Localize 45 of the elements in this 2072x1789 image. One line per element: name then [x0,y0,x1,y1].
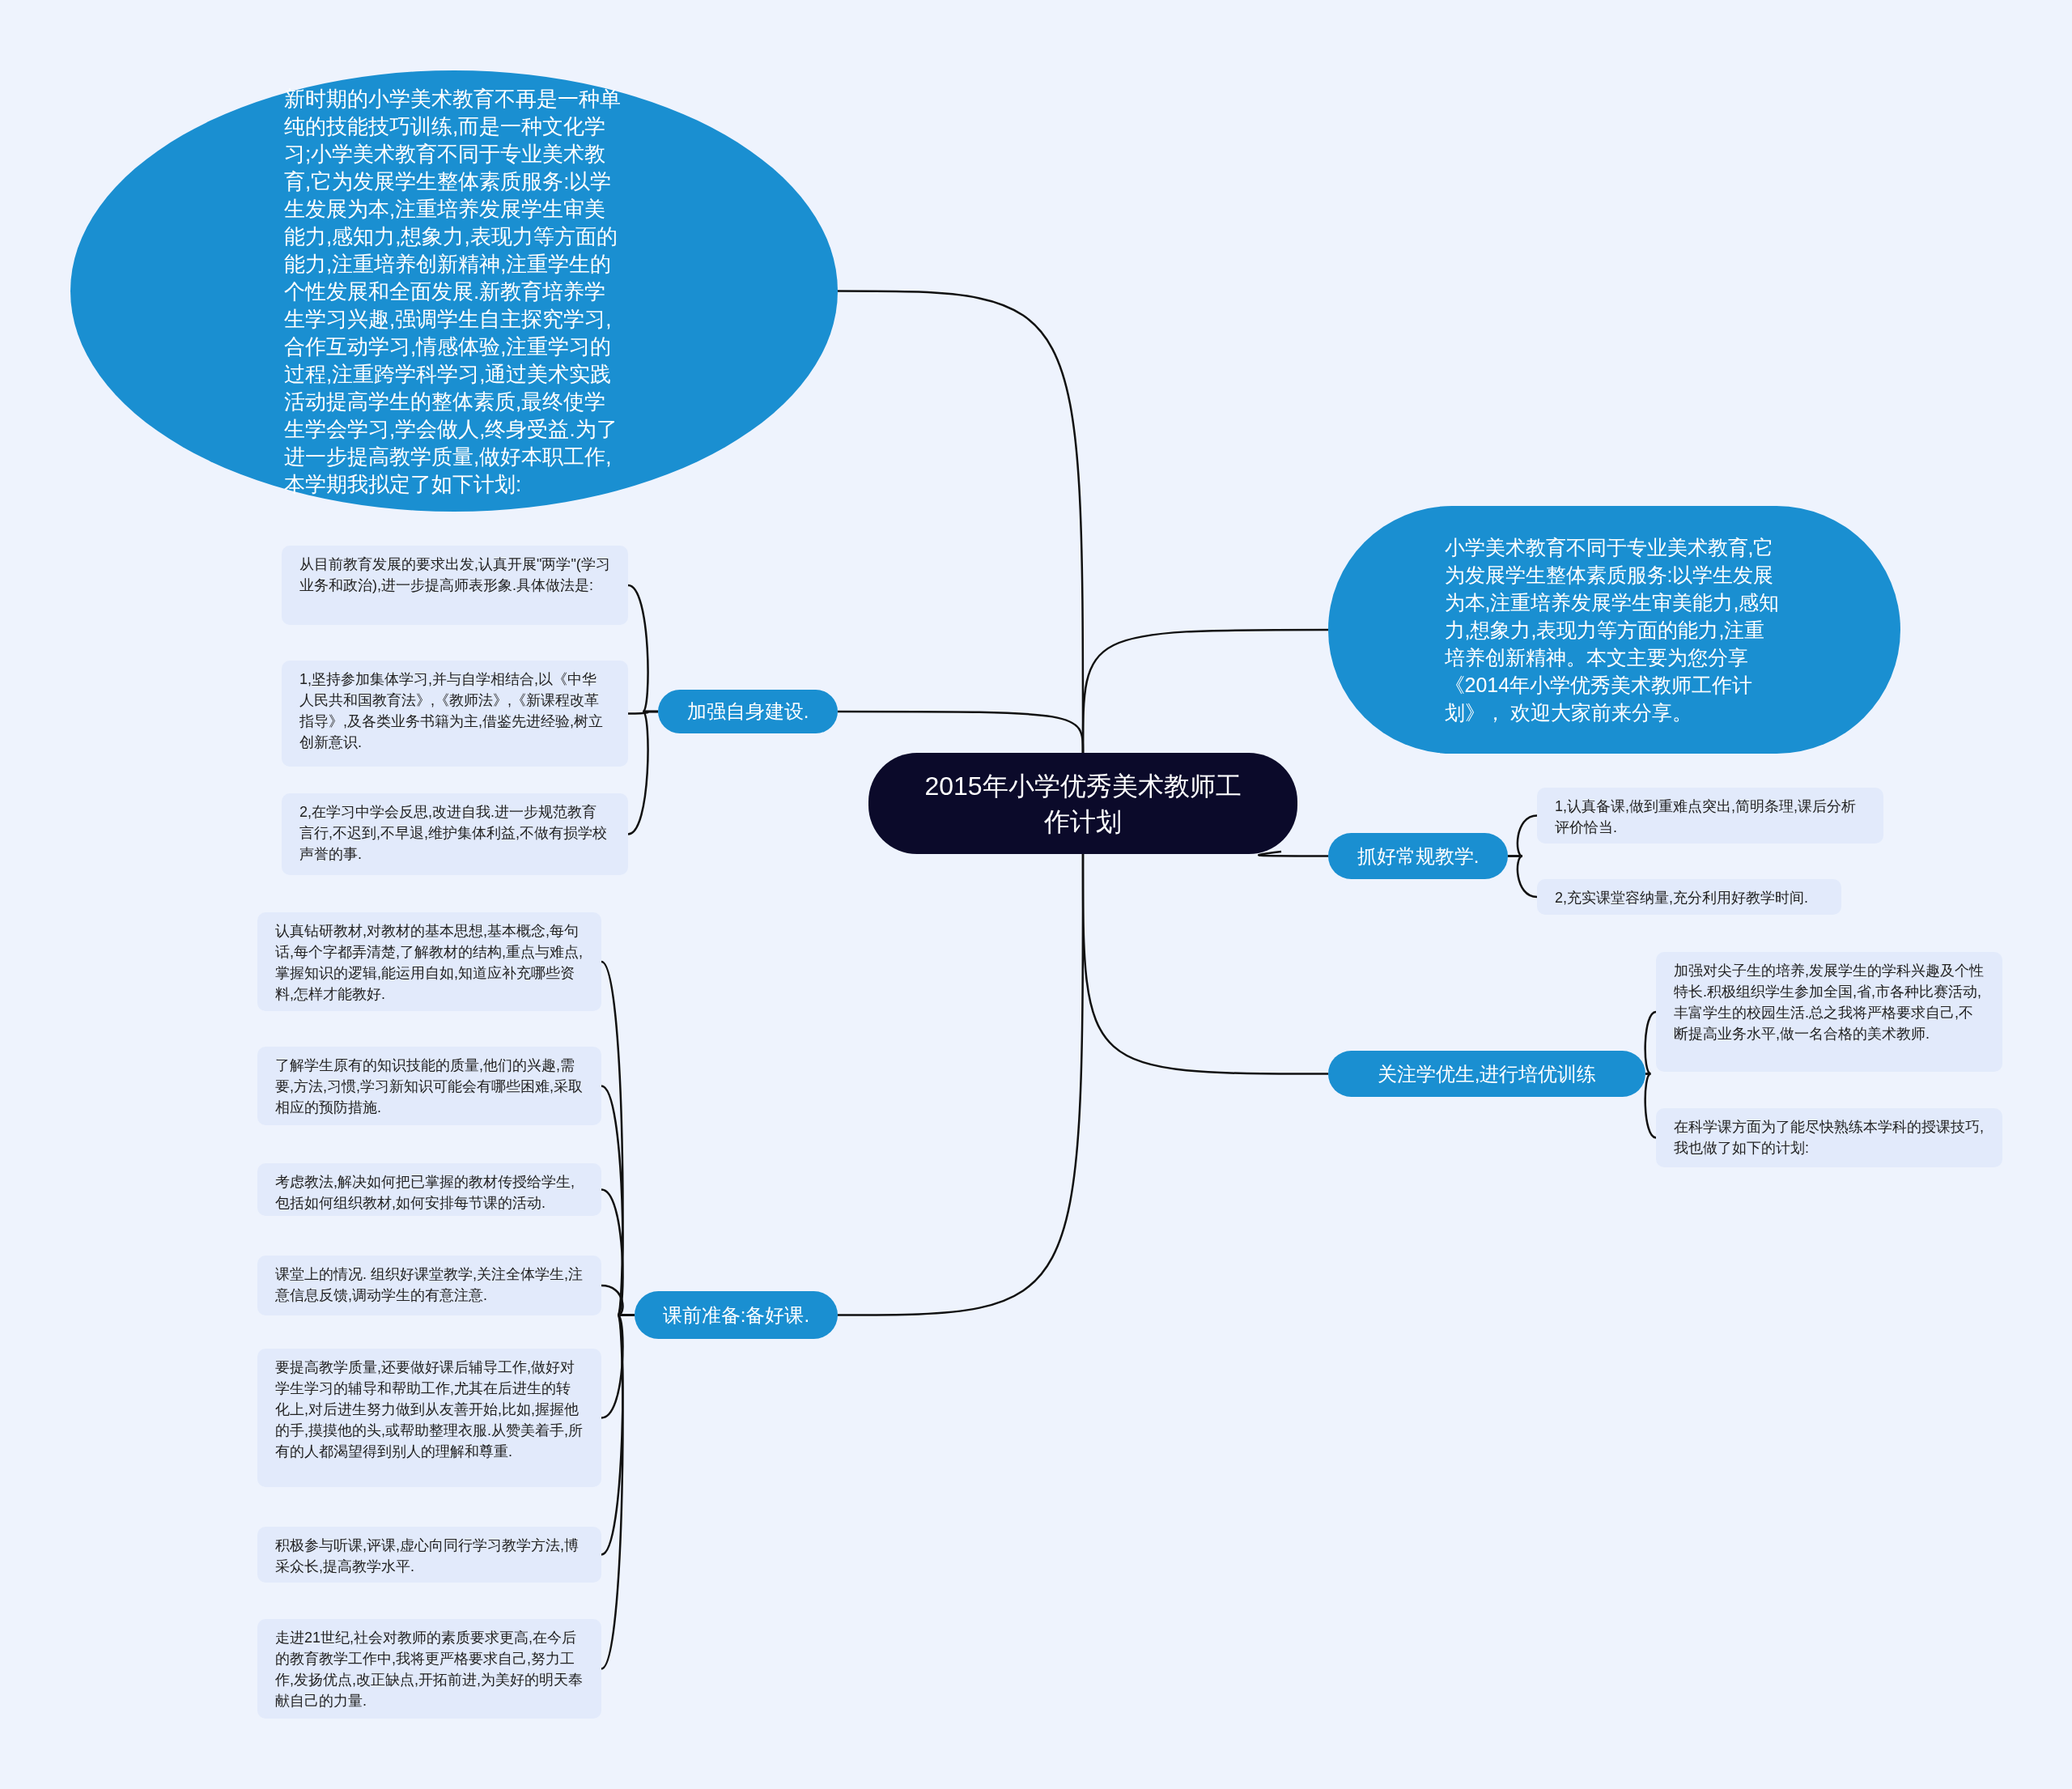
leaf-card [1656,1108,2002,1167]
leaf-text: 2,充实课堂容纳量,充分利用好教学时间. [1555,889,1809,907]
leaf-text: 1,坚持参加集体学习,并与自学相结合,以《中华人民共和国教育法》,《教师法》,《新课程改革指导》,及各类业务书籍为主,借鉴先进经验,树立创新意识. [299,670,604,752]
connector-line [838,854,1085,1316]
leaf-text: 1,认真备课,做到重难点突出,简明条理,课后分析评价恰当. [1555,797,1857,837]
leaf-card [257,1619,601,1719]
leaf-card [282,793,628,875]
leaf-text: 了解学生原有的知识技能的质量,他们的兴趣,需要,方法,习惯,学习新知识可能会有哪些困难,采取相应的预防措施. [275,1056,584,1117]
leaf-text: 加强对尖子生的培养,发展学生的学科兴趣及个性特长.积极组织学生参加全国,省,市各种比赛活动,丰富学生的校园生活.总之我将严格要求自己,不断提高业务水平,做一名合格的美术教师. [1674,962,1985,1043]
leaf-text: 课堂上的情况. 组织好课堂教学,关注全体学生,注意信息反馈,调动学生的有意注意. [275,1265,584,1305]
leaf-text: 从目前教育发展的要求出发,认真开展"两学"(学习业务和政治),进一步提高师表形象.具体做法是: [299,555,610,595]
connector-line [1259,850,1328,857]
branch-pill [658,690,838,733]
leaf-card [257,1349,601,1487]
connector-line [627,710,658,835]
leaf-card [257,1047,601,1125]
leaf-card [257,1163,601,1216]
topic-title: 2015年小学优秀美术教师工作计划 [923,770,1242,838]
leaf-card [257,912,601,1011]
leaf-card [257,1527,601,1583]
leaf-text: 积极参与听课,评课,虚心向同行学习教学方法,博采众长,提高教学水平. [275,1536,580,1576]
leaf-text: 在科学课方面为了能尽快熟练本学科的授课技巧,我也做了如下的计划: [1674,1118,1985,1158]
connector-line [1644,1073,1657,1139]
leaf-card [282,546,628,625]
connector-line [1644,1010,1657,1075]
leaf-card [1537,788,1883,844]
leaf-text: 2,在学习中学会反思,改进自我.进一步规范教育言行,不迟到,不早退,维护集体利益,不做有损学校声誉的事. [299,803,608,864]
leaf-card [282,661,628,767]
intro-text: 新时期的小学美术教育不再是一种单纯的技能技巧训练,而是一种文化学习;小学美术教育不同于专业美术教育,它为发展学生整体素质服务:以学生发展为本,注重培养发展学生审美能力,感知力,想象力,表现力等方面的能力,注重培养创新精神,注重学生的个性发展和全面发展.新教育培养学生学习兴趣,强调学生自主探究学习,合作互动学习,情感体验,注重学习的过程,注重跨学科学习,通过美术实践活动提高学生的整体素质,最终使学生学会学习,学会做人,终身受益.为了进一步提高教学质量,做好本职工作,本学期我拟定了如下计划: [284,85,622,498]
branch-pill [1328,1051,1645,1097]
branch-label: 加强自身建设. [686,699,809,724]
connector-line [1508,855,1538,899]
branch-pill [1328,833,1508,879]
leaf-text: 认真钻研教材,对教材的基本思想,基本概念,每句话,每个字都弄清楚,了解教材的结构,重点与难点,掌握知识的逻辑,能运用自如,知道应补充哪些资料,怎样才能教好. [275,922,584,1004]
leaf-card [1537,879,1841,915]
branch-label: 关注学优生,进行培优训练 [1377,1061,1597,1086]
branch-label: 抓好常规教学. [1357,844,1480,869]
summary-text: 小学美术教育不同于专业美术教育,它为发展学生整体素质服务:以学生发展为本,注重培养发展学生审美能力,感知力,想象力,表现力等方面的能力,注重培养创新精神。本文主要为您分享《2014年小学优秀美术教师工作计划》， 欢迎大家前来分享。 [1444,535,1781,725]
connector-line [1081,628,1328,753]
branch-label: 课前准备:备好课. [662,1302,810,1328]
leaf-text: 走进21世纪,社会对教师的素质要求更高,在今后的教育教学工作中,我将更严格要求自己,努力工作,发扬优点,改正缺点,开拓前进,为美好的明天奉献自己的力量. [275,1629,584,1710]
leaf-text: 要提高教学质量,还要做好课后辅导工作,做好对学生学习的辅导和帮助工作,尤其在后进生的转化上,对后进生努力做到从友善开始,比如,握握他的手,摸摸他的头,或帮助整理衣服.从赞美着手,所有的人都渴望得到别人的理解和尊重. [275,1358,584,1461]
leaf-card [1656,952,2002,1072]
leaf-card [257,1256,601,1315]
leaf-text: 考虑教法,解决如何把已掌握的教材传授给学生,包括如何组织教材,如何安排每节课的活动. [275,1173,575,1213]
